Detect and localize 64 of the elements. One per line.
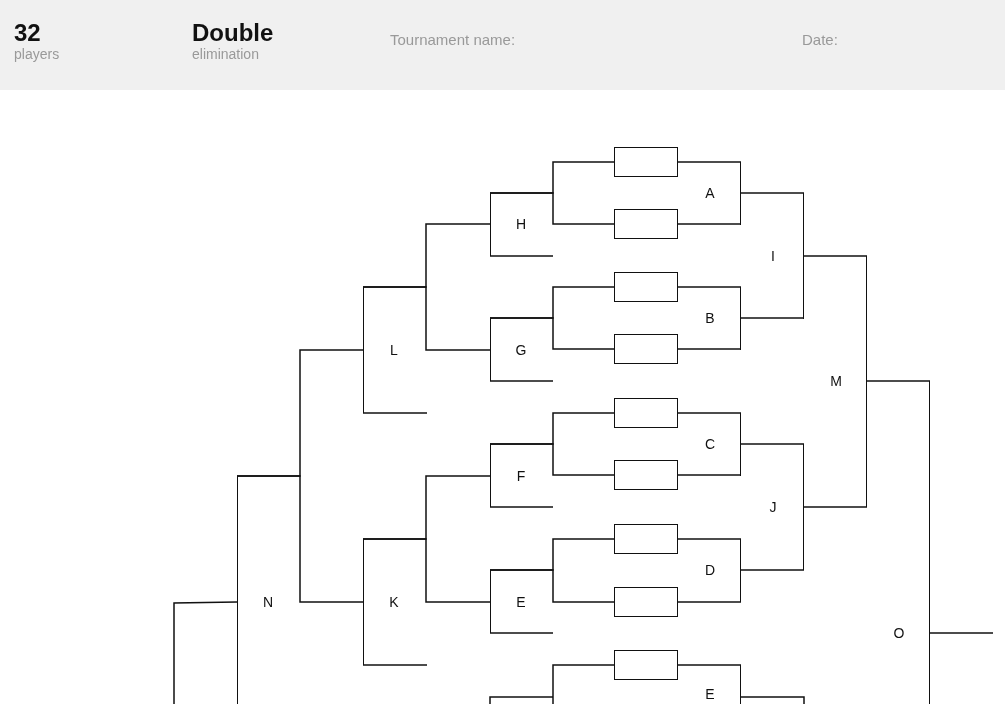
bracket-line (803, 506, 868, 508)
bracket-line (489, 443, 615, 476)
bracket-line (173, 601, 238, 704)
name-field (614, 587, 678, 617)
count-subtitle: players (14, 47, 60, 63)
match-label: N (261, 594, 275, 610)
bracket-line (489, 380, 554, 382)
match-label: K (388, 594, 400, 610)
bracket-line (489, 255, 554, 257)
match-label: A (704, 185, 716, 201)
bracket-line (362, 412, 428, 414)
bracket-line (866, 380, 931, 382)
bracket-line (677, 664, 742, 666)
name-field (614, 524, 678, 554)
match-label: B (704, 310, 716, 326)
bracket-line (489, 569, 615, 603)
match-label: C (703, 436, 717, 452)
count-heading: 32 (14, 20, 41, 47)
match-label: O (892, 625, 906, 641)
format-heading: Double (192, 20, 274, 47)
bracket-line (362, 664, 428, 666)
bracket-line (489, 192, 615, 225)
field-label: Tournament name: (390, 32, 516, 49)
name-field (614, 398, 678, 428)
bracket-line (677, 538, 742, 540)
match-label: E (515, 594, 527, 610)
name-field (614, 272, 678, 302)
name-field (614, 334, 678, 364)
bracket-line (740, 443, 805, 445)
bracket-line (236, 475, 364, 603)
bracket-line (677, 286, 742, 288)
bracket-line (489, 632, 554, 634)
name-field (614, 209, 678, 239)
match-label: J (768, 499, 778, 515)
bracket-line (489, 317, 615, 350)
match-label: I (770, 248, 776, 264)
bracket-line (677, 412, 742, 414)
bracket-line (740, 696, 805, 704)
bracket-line (929, 632, 994, 634)
match-label: G (514, 342, 528, 358)
bracket-line (677, 223, 742, 225)
bracket-line (740, 569, 805, 571)
bracket-line (552, 664, 615, 704)
name-field (614, 460, 678, 490)
name-field (614, 650, 678, 680)
match-label: D (703, 562, 717, 578)
bracket-line (677, 474, 742, 476)
bracket-line (677, 161, 742, 163)
match-label: E (704, 686, 716, 702)
bracket-line (803, 255, 868, 257)
bracket-line (740, 192, 805, 194)
bracket-line (677, 601, 742, 603)
bracket-line (677, 348, 742, 350)
match-label: L (389, 342, 399, 358)
bracket-line (362, 538, 491, 603)
name-field (614, 147, 678, 177)
field-label: Date: (802, 32, 838, 49)
bracket-line (740, 317, 805, 319)
match-label: M (829, 373, 843, 389)
match-label: F (515, 468, 527, 484)
format-subtitle: elimination (192, 47, 259, 63)
bracket-line (362, 286, 491, 351)
bracket-line (489, 506, 554, 508)
match-label: H (514, 216, 528, 232)
